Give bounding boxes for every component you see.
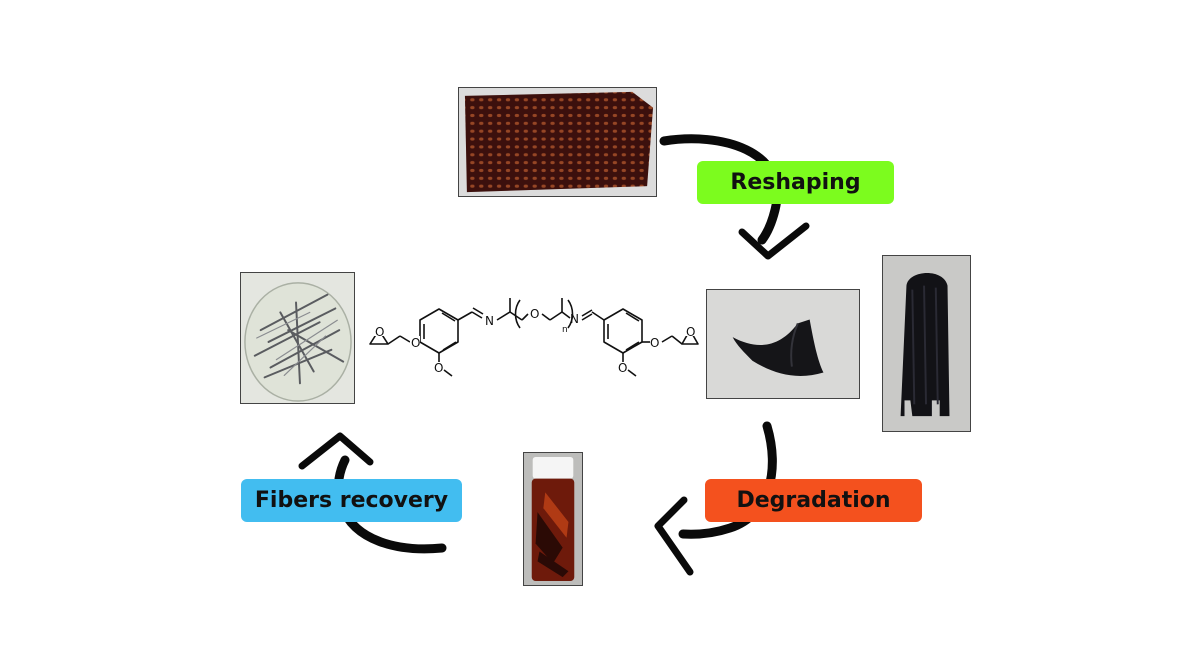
recovered-fibers-photo: [240, 272, 355, 404]
atom-o-epoxy-left: O: [375, 325, 384, 339]
atom-o-ether-right: O: [650, 336, 659, 350]
degradation-label: Degradation: [705, 479, 922, 522]
arrow-degradation: [678, 421, 777, 539]
reshaped-tube-photo: [882, 255, 971, 432]
reshaped-part-photo: [706, 289, 860, 399]
arrowhead-degradation: [654, 496, 694, 576]
arrowhead-reshaping: [738, 222, 810, 260]
atom-o-chain: O: [530, 307, 539, 321]
reshaping-label: Reshaping: [697, 161, 894, 204]
atom-o-epoxy-right: O: [686, 325, 695, 339]
composite-sheet-photo: [458, 87, 657, 197]
atom-n-right: N: [570, 312, 579, 326]
atom-o-methoxy-right: O: [618, 361, 627, 375]
atom-o-methoxy-left: O: [434, 361, 443, 375]
repeat-subscript-n: n: [562, 325, 568, 335]
vanillin-imine-epoxy-structure: O O O N O n N O O O: [369, 298, 699, 377]
atom-n-left: N: [485, 314, 494, 328]
degradation-vial-photo: [523, 452, 583, 586]
atom-o-ether-left: O: [411, 336, 420, 350]
arrowhead-fibers-recovery: [298, 432, 374, 470]
fibers-recovery-label: Fibers recovery: [241, 479, 462, 522]
